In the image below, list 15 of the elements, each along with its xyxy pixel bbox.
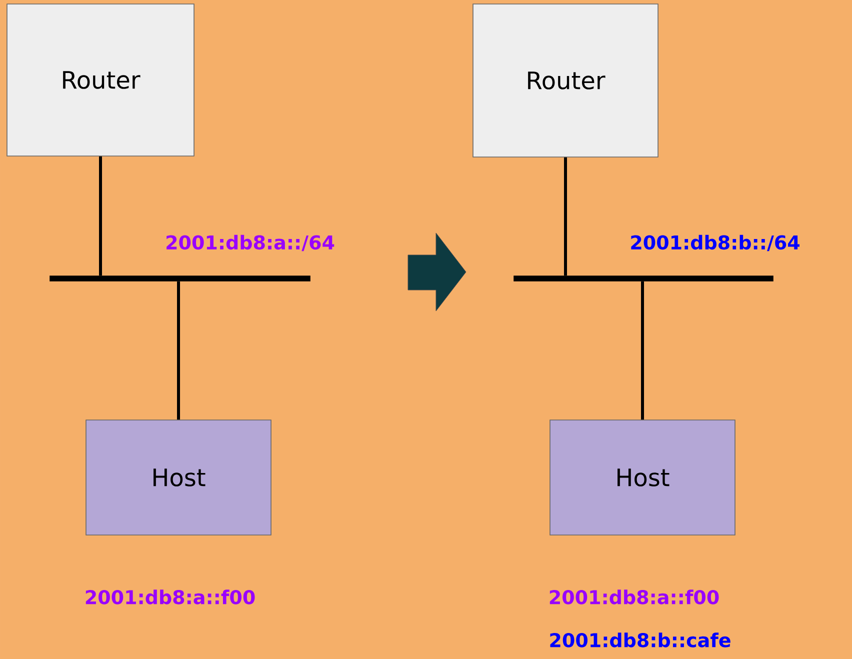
address-label: 2001:db8:b::cafe (550, 632, 730, 648)
address-label: 2001:db8:b::/64 (631, 234, 800, 252)
connector-line (564, 157, 567, 276)
address-label: 2001:db8:a::f00 (86, 590, 255, 604)
address-label: 2001:db8:a::/64 (166, 234, 334, 252)
host-box: Host (550, 420, 736, 536)
network-bus (514, 276, 774, 282)
host-box: Host (86, 420, 272, 536)
connector-line (177, 281, 180, 420)
network-bus (50, 276, 310, 282)
router-box: Router (472, 4, 658, 158)
address-label: 2001:db8:a::f00 (550, 590, 719, 604)
router-box: Router (6, 4, 194, 156)
connector-line (99, 156, 102, 276)
connector-line (641, 281, 644, 420)
